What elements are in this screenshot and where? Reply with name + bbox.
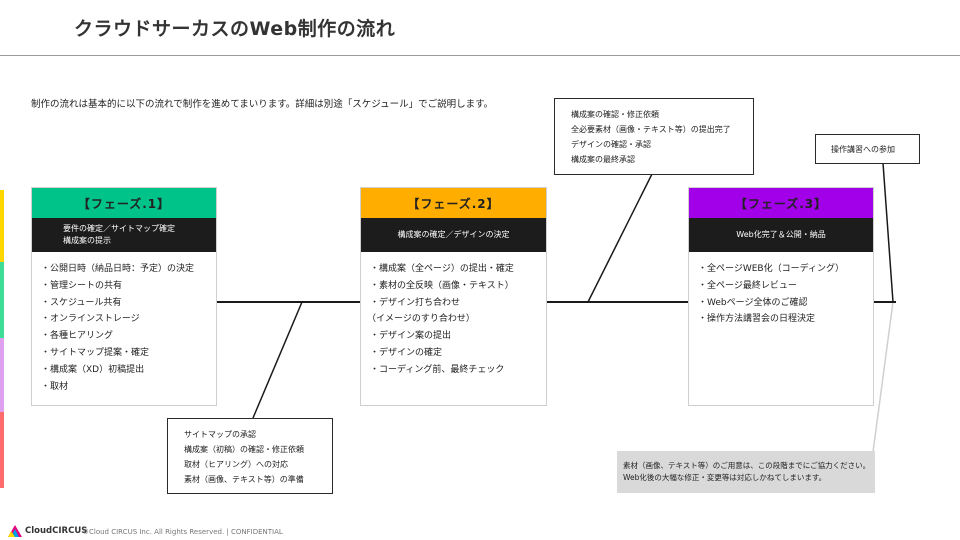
note-material-deadline: 素材（画像、テキスト等）のご用意は、この段階までにご協力ください。 Web化後の…	[617, 451, 875, 493]
phase-2-subtitle: 構成案の確定／デザインの決定	[361, 218, 546, 252]
list-item: ・Webページ全体のご確認	[698, 297, 808, 308]
list-item: ・構成案（全ページ）の提出・確定	[370, 264, 514, 274]
note-line: 構成案の最終承認	[571, 155, 635, 164]
sidebar-strip-yellow	[0, 190, 4, 262]
note-line: 構成案（初稿）の確認・修正依頼	[184, 445, 304, 454]
phase-2-list: ・構成案（全ページ）の提出・確定 ・素材の全反映（画像・テキスト） ・デザイン打…	[361, 252, 546, 379]
note-phase-1-tasks: サイトマップの承認 構成案（初稿）の確認・修正依頼 取材（ヒアリング）への対応 …	[167, 418, 333, 494]
note-line: 操作講習への参加	[831, 145, 895, 154]
note-line: 全必要素材（画像・テキスト等）の提出完了	[571, 125, 731, 134]
title-divider	[0, 55, 960, 56]
sidebar-strip-green	[0, 262, 4, 338]
phase-3-header: 【フェーズ.3】	[689, 188, 873, 218]
note-line: 取材（ヒアリング）への対応	[184, 460, 288, 469]
footer-brand: CloudCIRCUS	[25, 526, 87, 536]
note-training: 操作講習への参加	[815, 134, 920, 164]
lead-text: 制作の流れは基本的に以下の流れで制作を進めてまいります。詳細は別途「スケジュール…	[31, 99, 494, 110]
list-item: ・デザイン打ち合わせ	[370, 297, 461, 308]
connector-right-note	[882, 162, 894, 303]
phase-3-list: ・全ページWEB化（コーディング） ・全ページ最終レビュー ・Webページ全体の…	[689, 252, 873, 328]
note-line: 素材（画像、テキスト等）の準備	[184, 475, 304, 484]
list-item: ・素材の全反映（画像・テキスト）	[370, 280, 514, 291]
list-item: ・全ページ最終レビュー	[698, 280, 797, 291]
phase-1-list: ・公開日時（納品日時：予定）の決定 ・管理シートの共有 ・スケジュール共有 ・オ…	[32, 252, 216, 395]
list-item: ・管理シートの共有	[41, 280, 123, 291]
phase-2-card: 【フェーズ.2】 構成案の確定／デザインの決定 ・構成案（全ページ）の提出・確定…	[360, 187, 547, 406]
note-line: 構成案の確認・修正依頼	[571, 110, 659, 119]
phase-2-subtitle-line: 構成案の確定／デザインの決定	[397, 230, 510, 239]
note-line: サイトマップの承認	[184, 430, 256, 439]
phase-3-card: 【フェーズ.3】 Web化完了＆公開・納品 ・全ページWEB化（コーディング） …	[688, 187, 874, 406]
list-item: ・操作方法講習会の日程決定	[698, 314, 816, 325]
sidebar-strip-red	[0, 412, 4, 488]
connector-bottom-note	[252, 301, 303, 419]
phase-1-subtitle: 要件の確定／サイトマップ確定 構成案の提示	[32, 218, 216, 252]
list-item: ・サイトマップ提案・確定	[41, 347, 150, 358]
cloudcircus-logo-icon	[8, 525, 22, 537]
footer-copyright: ©Cloud CIRCUS Inc. All Rights Reserved. …	[82, 528, 283, 536]
phase-3-subtitle: Web化完了＆公開・納品	[689, 218, 873, 252]
list-item: ・全ページWEB化（コーディング）	[698, 264, 844, 274]
phase-3-subtitle-line: Web化完了＆公開・納品	[736, 230, 826, 239]
timeline-line	[215, 301, 896, 303]
phase-1-subtitle-line: 要件の確定／サイトマップ確定	[63, 224, 175, 233]
list-item: ・デザイン案の提出	[370, 331, 452, 342]
footer-logo: CloudCIRCUS	[8, 525, 87, 537]
list-item: ・オンラインストレージ	[41, 314, 140, 325]
phase-1-card: 【フェーズ.1】 要件の確定／サイトマップ確定 構成案の提示 ・公開日時（納品日…	[31, 187, 217, 406]
list-item: ・コーディング前、最終チェック	[370, 364, 505, 375]
phase-1-subtitle-line: 構成案の提示	[63, 236, 111, 245]
connector-gray-note	[872, 301, 894, 453]
list-item: ・取材	[41, 381, 69, 392]
note-phase-2-approvals: 構成案の確認・修正依頼 全必要素材（画像・テキスト等）の提出完了 デザインの確認…	[554, 98, 754, 175]
sidebar-strip-purple	[0, 338, 4, 412]
list-item: （イメージのすり合わせ）	[367, 314, 475, 325]
phase-1-header: 【フェーズ.1】	[32, 188, 216, 218]
note-line: Web化後の大幅な修正・変更等は対応しかねてしまいます。	[623, 473, 827, 482]
phase-2-header: 【フェーズ.2】	[361, 188, 546, 218]
list-item: ・各種ヒアリング	[41, 331, 114, 342]
list-item: ・デザインの確定	[370, 347, 443, 358]
list-item: ・スケジュール共有	[41, 297, 122, 308]
note-line: デザインの確認・承認	[571, 140, 651, 149]
connector-top-note	[587, 173, 653, 303]
page-title: クラウドサーカスのWeb制作の流れ	[74, 18, 396, 40]
footer-brand-suffix: CIRCUS	[52, 526, 88, 536]
footer-brand-prefix: Cloud	[25, 526, 53, 536]
list-item: ・公開日時（納品日時：予定）の決定	[41, 264, 195, 274]
list-item: ・構成案（XD）初稿提出	[41, 364, 145, 375]
note-line: 素材（画像、テキスト等）のご用意は、この段階までにご協力ください。	[623, 461, 871, 470]
